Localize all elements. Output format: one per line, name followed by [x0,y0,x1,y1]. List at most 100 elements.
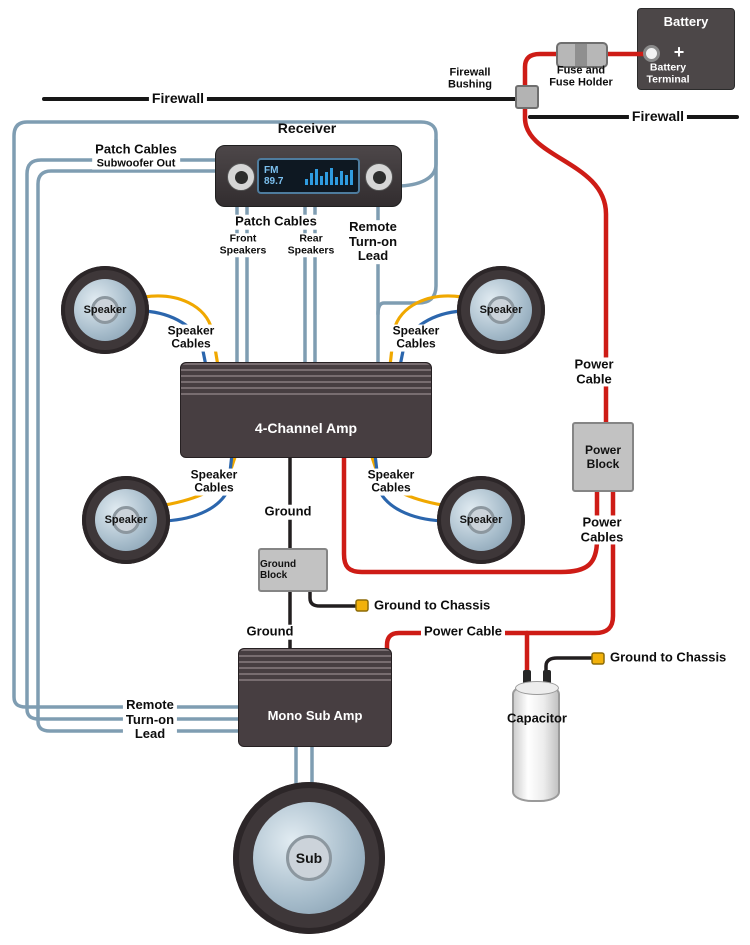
capacitor-ring-terminal-icon [591,652,605,665]
speaker-cables-fl-line2: Cables [171,337,211,351]
patch-cables-subwoofer-line1: Patch Cables [95,141,177,157]
speaker-cables-fr-line1: Speaker [392,323,440,338]
capacitor-label: Capacitor [507,710,567,726]
receiver-title: Receiver [277,120,337,137]
remote-top-line1: Remote [349,219,397,235]
firewall-bushing-label-line2: Bushing [448,79,492,91]
fuse-holder-label-line2: Fuse Holder [549,77,613,89]
remote-turn-on-label-bottom: Remote Turn-on Lead [122,697,178,742]
speaker-cables-rl-line1: Speaker [190,467,238,482]
subwoofer-dust-cap [286,835,332,881]
firewall-label-left: Firewall [148,90,208,107]
rear-speakers-label: Rear Speakers [284,232,338,257]
heatsink-fins [181,363,431,399]
ground-block: Ground Block [258,548,328,592]
ground-label-upper: Ground [261,504,315,520]
remote-turn-on-lead-loop-wire [12,120,438,709]
speaker-label: Speaker [459,514,503,526]
speaker-dust-cap [467,506,495,534]
power-cable-label-right: Power Cable [571,356,617,387]
power-block-label-line1: Power [584,442,621,457]
subwoofer-patch-cable-2-wire [36,169,246,733]
speaker-dust-cap [487,296,515,324]
speaker-cables-rl-line2: Cables [194,481,234,495]
capacitor [512,670,560,802]
rear-speakers-line2: Speakers [287,244,335,256]
remote-bottom-line1: Remote [126,697,174,713]
front-speakers-label: Front Speakers [216,232,270,257]
ground-label-lower: Ground [243,624,297,640]
patch-cables-subwoofer-line2: Subwoofer Out [96,157,176,170]
chassis-ring-terminal-icon [355,599,369,612]
ground-to-chassis-label-2: Ground to Chassis [610,649,727,665]
front-speakers-line2: Speakers [219,244,267,256]
battery-plus-sign: + [673,41,685,62]
power-cable-main-wire [522,51,654,431]
remote-bottom-line2: Turn-on [125,711,175,727]
ground-to-chassis-wire [308,582,358,608]
tuner-knob-icon [365,163,393,191]
battery-terminal-label: Battery Terminal [646,61,690,86]
four-channel-amp: 4-Channel Amp [180,362,432,458]
speaker-rear-right: Speaker [437,476,525,564]
speaker-cone [74,279,136,341]
speaker-dust-cap [112,506,140,534]
speaker-dust-cap [91,296,119,324]
power-block: Power Block [572,422,634,492]
patch-cables-label: Patch Cables [232,214,320,230]
speaker-cables-label-front-left: Speaker Cables [164,323,218,352]
patch-cables-subwoofer-label: Patch Cables Subwoofer Out [92,141,180,170]
speaker-front-right: Speaker [457,266,545,354]
fuse-holder [556,42,608,68]
mono-sub-amp-label: Mono Sub Amp [267,708,363,723]
battery-terminal-label-line2: Terminal [646,73,690,85]
power-cables-line2: Cables [580,529,624,544]
firewall-bushing-label: Firewall Bushing [448,67,492,92]
fuse-holder-label-line1: Fuse and [556,64,606,77]
subwoofer-label: Sub [295,850,323,866]
speaker-label: Speaker [83,304,127,316]
speaker-label: Speaker [479,304,523,316]
speaker-cables-fl-line1: Speaker [167,323,215,338]
knob-dot [234,170,248,184]
speaker-label: Speaker [104,514,148,526]
speaker-cone [470,279,532,341]
heatsink-fins [239,649,391,685]
power-cables-label: Power Cables [577,514,627,545]
firewall-label-right: Firewall [628,108,688,125]
power-cable-label-bottom: Power Cable [420,624,506,640]
battery-title: Battery [663,14,709,29]
subwoofer-cone [253,802,365,914]
frequency-readout: FM 89.7 [264,165,284,187]
rear-speakers-line1: Rear [299,232,323,245]
power-cable-right-line1: Power [574,356,614,372]
capacitor-top [515,681,559,695]
subwoofer: Sub [233,782,385,934]
speaker-cables-rr-line2: Cables [371,481,411,495]
power-block-label-line2: Block [586,457,620,471]
remote-top-line3: Lead [357,248,389,264]
speaker-cone [95,489,157,551]
speaker-cables-label-rear-right: Speaker Cables [364,467,418,496]
battery-terminal-icon [643,45,660,62]
speaker-cables-rr-line1: Speaker [367,467,415,482]
speaker-front-left: Speaker [61,266,149,354]
power-cable-right-line2: Cable [576,371,612,386]
ground-to-chassis-label-1: Ground to Chassis [374,597,491,613]
fuse-holder-label: Fuse and Fuse Holder [549,65,613,90]
remote-top-line2: Turn-on [348,233,398,249]
fuse-band [575,44,587,66]
speaker-cone [450,489,512,551]
speaker-cables-fr-line2: Cables [396,337,436,351]
firewall-bushing [515,85,539,109]
remote-turn-on-label-top: Remote Turn-on Lead [345,219,401,264]
battery-terminal-label-line1: Battery [649,61,687,74]
knob-dot [372,170,386,184]
power-cables-line1: Power [582,514,622,530]
speaker-cables-label-front-right: Speaker Cables [389,323,443,352]
capacitor-terminal-pos [523,670,531,685]
power-cable-to-4channel-amp-wire [341,449,600,575]
front-speakers-line1: Front [229,232,257,245]
